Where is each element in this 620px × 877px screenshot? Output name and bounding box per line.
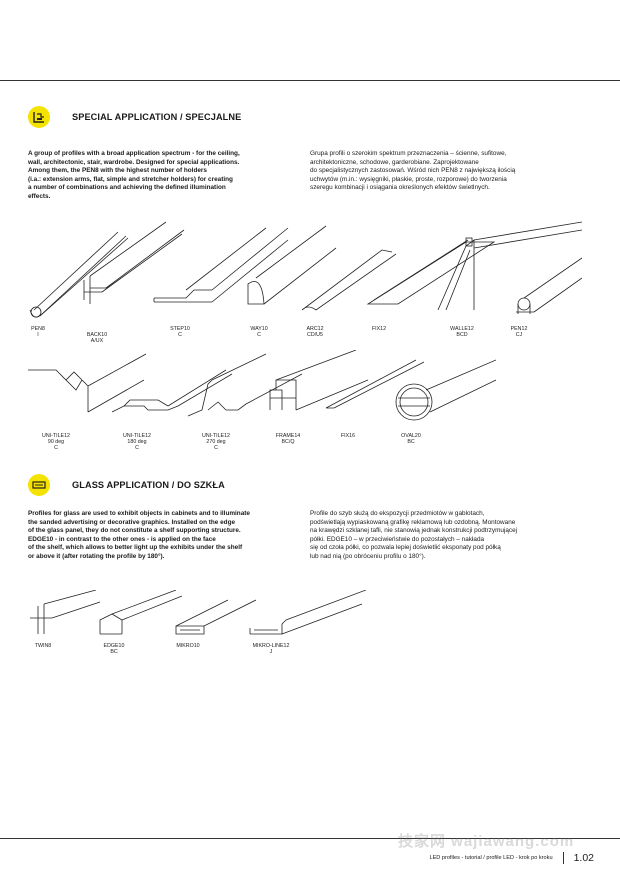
text-line: podświetlają wypiaskowaną grafikę reklam… — [310, 518, 516, 526]
glass-text-pl: Profile do szyb służą do ekspozycji prze… — [310, 510, 595, 562]
text-line: A group of profiles with a broad applica… — [28, 150, 240, 157]
text-line: Profiles for glass are used to exhibit o… — [28, 510, 250, 517]
special-text-en: A group of profiles with a broad applica… — [28, 150, 308, 202]
text-line: na krawędzi szklanej tafli, nie stanowią… — [310, 527, 518, 535]
special-text-pl: Grupa profili o szerokim spektrum przezn… — [310, 150, 595, 193]
profile-label: MIKRO10 — [176, 643, 200, 649]
text-line: wall, architectonic, stair, wardrobe. De… — [28, 158, 240, 166]
profile-label: FIX16 — [340, 433, 356, 439]
watermark: 技家网 wajiawang.com — [398, 833, 575, 850]
special-section-title: SPECIAL APPLICATION / SPECJALNE — [72, 112, 242, 122]
text-line: (i.a.: extension arms, flat, simple and … — [28, 175, 233, 183]
text-line: do specjalistycznych zastosowań. Wśród n… — [310, 167, 516, 175]
profile-label: TWIN8 — [34, 643, 52, 649]
profile-label: FIX12 — [371, 326, 387, 332]
special-profiles-row2-drawing — [28, 350, 496, 421]
text-line: lub nad nią (po obróceniu profilu o 180°… — [310, 552, 426, 560]
text-line: Grupa profili o szerokim spektrum przezn… — [310, 150, 507, 157]
special-section-header: SPECIAL APPLICATION / SPECJALNE — [28, 106, 241, 128]
text-line: uchwytów (m.in.: wysięgniki, płaskie, pr… — [310, 175, 507, 183]
glass-application-icon — [28, 474, 50, 496]
special-application-icon — [28, 106, 50, 128]
page-footer: LED profiles - tutorial / profile LED - … — [429, 852, 594, 864]
text-line: architektoniczne, schodowe, garderobiane… — [310, 158, 479, 166]
text-line: EDGE10 - in contrast to the other ones -… — [28, 535, 216, 543]
page-number: 1.02 — [573, 852, 594, 864]
text-line: the sanded advertising or decorative gra… — [28, 518, 236, 526]
text-line: or above it (after rotating the profile … — [28, 552, 165, 560]
glass-text-en: Profiles for glass are used to exhibit o… — [28, 510, 310, 562]
text-line: Among them, the PEN8 with the highest nu… — [28, 167, 207, 175]
footer-separator — [562, 852, 564, 864]
glass-section-header: GLASS APPLICATION / DO SZKŁA — [28, 474, 225, 496]
footer-text: LED profiles - tutorial / profile LED - … — [429, 855, 553, 861]
text-line: of the glass panel, they do not constitu… — [28, 527, 241, 535]
glass-profiles-drawing — [30, 590, 366, 635]
text-line: a number of combinations and achieving t… — [28, 184, 226, 192]
text-line: Profile do szyb służą do ekspozycji prze… — [310, 510, 485, 517]
special-profiles-row1-drawing — [29, 221, 582, 318]
text-line: effects. — [28, 192, 51, 200]
bottom-rule — [0, 838, 620, 839]
top-rule — [0, 80, 620, 81]
text-line: szeregu kombinacji i osiągania określony… — [310, 184, 490, 192]
text-line: się od czoła półki, co pozwala lepiej do… — [310, 544, 501, 552]
glass-section-title: GLASS APPLICATION / DO SZKŁA — [72, 480, 225, 490]
text-line: of the shelf, which allows to better lig… — [28, 544, 243, 552]
text-line: półki. EDGE10 – w przeciwieństwie do poz… — [310, 535, 485, 543]
